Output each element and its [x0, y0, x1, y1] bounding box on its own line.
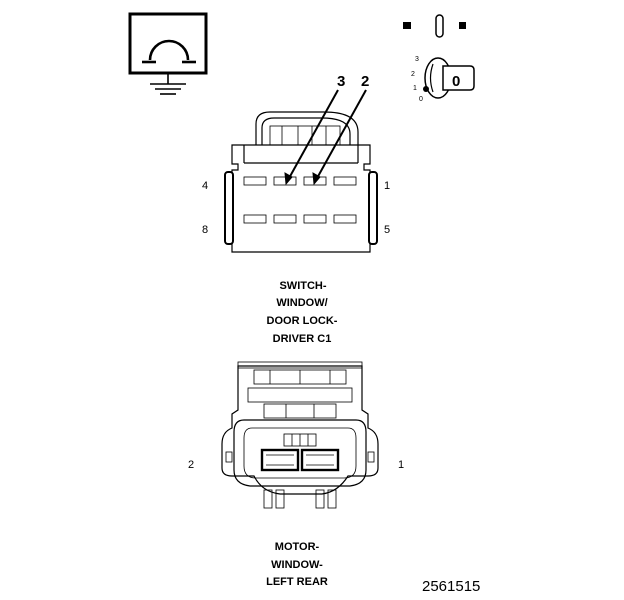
ignition-off-icon: [403, 14, 466, 38]
c1-pin-4: 4: [202, 180, 208, 192]
key-position-0: 0: [419, 96, 423, 103]
c1-title-line-1: SWITCH-: [279, 280, 326, 292]
c1-title-line-4: DRIVER C1: [273, 333, 332, 345]
key-position-1: 1: [413, 85, 417, 92]
connector-c1-drawing: [224, 89, 378, 253]
figure-number: 2561515: [422, 578, 480, 595]
motor-title-line-1: MOTOR-: [275, 541, 320, 553]
key-position-2: 2: [411, 71, 415, 78]
c1-title-line-2: WINDOW/: [276, 297, 327, 309]
c1-title-line-3: DOOR LOCK-: [267, 315, 338, 327]
ignition-key-icon: 0 3 2 1 0: [411, 56, 475, 103]
callout-2: 2: [361, 73, 369, 90]
motor-title-line-3: LEFT REAR: [266, 576, 328, 588]
callout-3: 3: [337, 73, 345, 90]
motor-pin-1: 1: [398, 459, 404, 471]
ohmmeter-icon: [128, 12, 208, 95]
motor-pin-2: 2: [188, 459, 194, 471]
c1-pin-1: 1: [384, 180, 390, 192]
key-position-3: 3: [415, 56, 419, 63]
c1-pin-8: 8: [202, 224, 208, 236]
c1-pin-5: 5: [384, 224, 390, 236]
motor-title-line-2: WINDOW-: [271, 559, 323, 571]
connector-motor-drawing: [221, 361, 379, 509]
key-label: 0: [452, 73, 460, 90]
